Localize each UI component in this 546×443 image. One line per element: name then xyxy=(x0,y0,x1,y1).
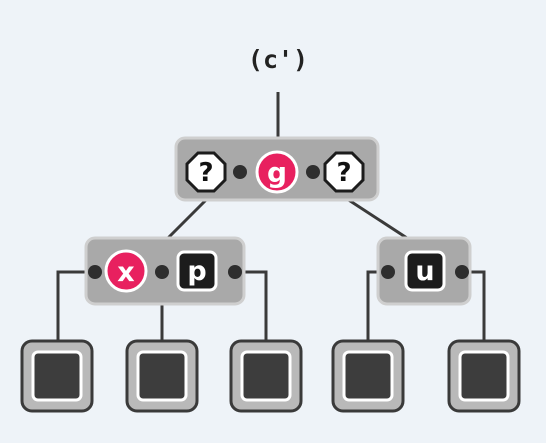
left-key-circle xyxy=(104,249,148,293)
root-key-2: g xyxy=(267,156,287,189)
pointer-dot xyxy=(88,265,102,279)
pointer-dot xyxy=(455,265,469,279)
pointer-dot xyxy=(233,165,247,179)
edge-left-leaf1 xyxy=(56,270,95,343)
leaf-row xyxy=(20,339,521,413)
unknown-key-octagon-icon xyxy=(323,151,365,193)
right-key-square xyxy=(404,250,446,292)
pointer-dot xyxy=(228,265,242,279)
leaf-node-4 xyxy=(331,339,405,413)
leaf-node-2 xyxy=(125,339,199,413)
pointer-dot xyxy=(155,265,169,279)
diagram-title: (c') xyxy=(248,45,308,74)
right-key-1: u xyxy=(415,256,434,287)
left-key-2: p xyxy=(187,256,206,287)
leaf-node-3 xyxy=(229,339,303,413)
left-key-1: x xyxy=(117,257,134,288)
leaf-node-5 xyxy=(447,339,521,413)
left-node: x p xyxy=(84,236,246,306)
root-key-3: ? xyxy=(336,158,351,188)
root-node: ? g ? xyxy=(174,136,380,202)
pointer-dot xyxy=(381,265,395,279)
root-key-circle xyxy=(255,150,299,194)
left-key-square xyxy=(176,250,218,292)
pointer-dot xyxy=(306,165,320,179)
right-node: u xyxy=(376,236,472,306)
unknown-key-octagon-icon xyxy=(185,151,227,193)
leaf-node-1 xyxy=(20,339,94,413)
root-key-1: ? xyxy=(198,158,213,188)
